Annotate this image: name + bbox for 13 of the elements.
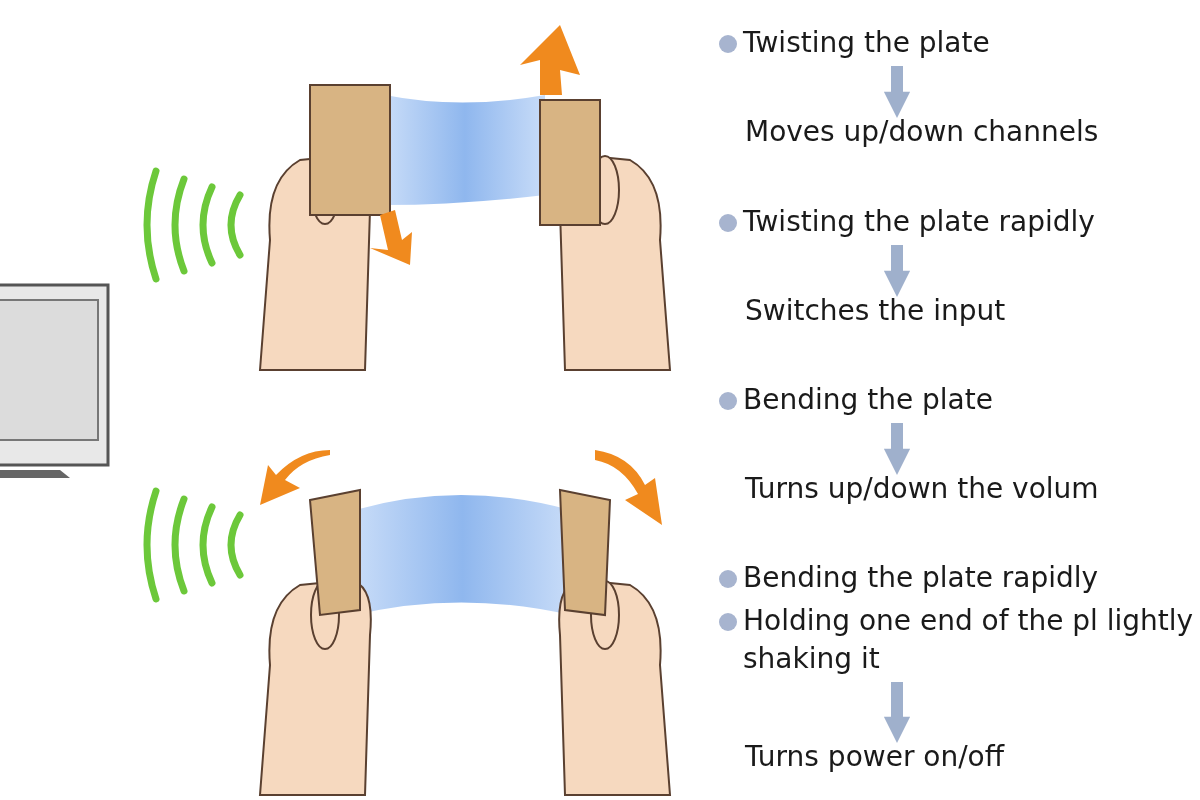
- step-text: Holding one end of the pl lightly shaking it: [743, 604, 1194, 675]
- down-arrow: [883, 245, 911, 298]
- step-text: Moves up/down channels: [745, 115, 1099, 148]
- step-text: Turns power on/off: [745, 740, 1005, 773]
- step-text: Switches the input: [745, 294, 1006, 327]
- down-arrow: [883, 423, 911, 476]
- step-text: Bending the plate rapidly: [743, 561, 1099, 594]
- step-text: Bending the plate: [743, 383, 993, 416]
- step-text: Twisting the plate: [743, 26, 990, 59]
- down-arrow: [883, 682, 911, 744]
- step-text: Twisting the plate rapidly: [743, 205, 1095, 238]
- step-text: Turns up/down the volum: [745, 472, 1099, 505]
- down-arrow: [883, 66, 911, 119]
